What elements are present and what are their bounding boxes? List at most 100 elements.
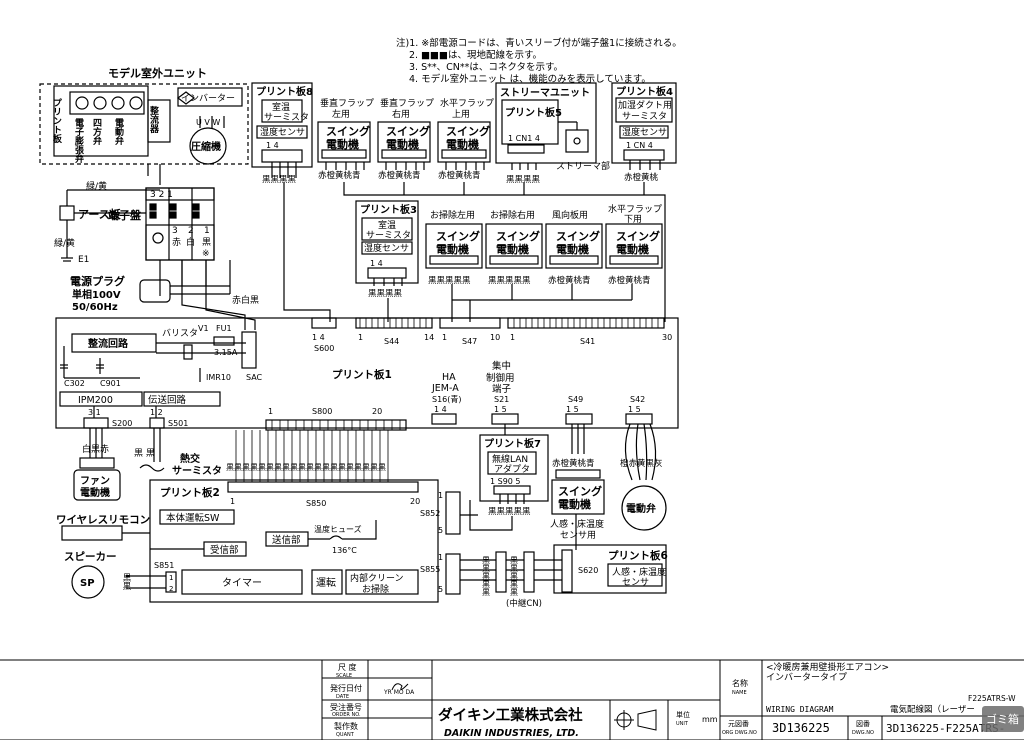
s47-pin-a: 1	[442, 333, 447, 342]
remote-and-speaker	[71, 565, 105, 599]
board3-title: プリント板3	[360, 203, 417, 216]
main-switch: 本体運転SW	[166, 512, 220, 524]
transmission-circuit: 伝送回路	[148, 394, 187, 406]
trash-overlay[interactable]: ゴミ箱	[982, 706, 1024, 732]
central-label-3: 端子	[492, 383, 512, 395]
s855-pin-b: 5	[438, 585, 443, 594]
valve-colors: 橙赤黄黒灰	[620, 458, 663, 469]
uvw-label: U V W	[196, 118, 220, 127]
title-block	[0, 659, 1024, 740]
sensor-swing-label-1: スイング	[558, 484, 602, 498]
terminal-c1: 黒	[202, 237, 211, 248]
vane-motor2: 電動機	[556, 242, 589, 256]
lower-flap-label2: 下用	[624, 214, 642, 225]
board7-title: プリント板7	[484, 437, 541, 450]
s16-pins: 1 4	[434, 405, 447, 414]
thermal-fuse-temp: 136°C	[332, 546, 357, 555]
s21-pins: 1 5	[494, 405, 507, 414]
terminal-n2: 2	[188, 226, 194, 236]
terminal-c3: 赤	[172, 237, 181, 248]
outdoor-title: モデル室外ユニット	[108, 66, 207, 80]
flap2-motor2: 電動機	[386, 137, 419, 151]
flap3-motor2: 電動機	[446, 137, 479, 151]
fan-and-thermistor	[73, 428, 165, 501]
board-4	[611, 82, 677, 195]
flap-motors	[317, 121, 666, 322]
streamer-board: プリント板5	[505, 106, 562, 119]
s850-pin-a: 1	[230, 497, 235, 506]
lower-flap-motor2: 電動機	[616, 242, 649, 256]
board4-sensor: 湿度センサ	[622, 126, 667, 138]
plug-title: 電源プラグ	[70, 274, 125, 288]
relay-colors-2: 黒黒黒黒黒	[510, 556, 519, 597]
central-label-2: 制御用	[486, 372, 515, 384]
trash-background[interactable]	[982, 706, 1024, 732]
s852-pin-b: 5	[438, 526, 443, 535]
board4-sub2: サーミスタ	[622, 111, 667, 122]
s42-pins: 1 5	[628, 405, 641, 414]
outdoor-comp-1: 電子膨張弁	[73, 118, 85, 164]
board4-sub1: 加湿ダクト用	[618, 99, 672, 111]
relay-colors-1: 黒黒黒黒黒	[482, 556, 491, 597]
date-label-j: 発行日付	[330, 683, 362, 693]
sensor-swing-and-valve	[551, 423, 667, 550]
outdoor-comp-2: 四方弁	[91, 118, 102, 146]
terminal-block	[59, 187, 256, 330]
central-label-1: 集中	[492, 360, 511, 372]
sender-label: 送信部	[272, 534, 301, 546]
date-label-e: DATE	[336, 694, 349, 700]
fan-label-1: ファン	[80, 475, 110, 487]
flap1-colors: 赤橙黄桃青	[318, 170, 361, 181]
s16-label: S16(青)	[432, 394, 462, 404]
qty-label-j: 製作数	[334, 721, 358, 731]
cleaner1-colors: 黒黒黒黒黒	[428, 276, 471, 286]
board6-l2: センサ	[622, 577, 649, 588]
s47-label: S47	[462, 337, 477, 346]
board6-l1: 人感・床温度	[612, 566, 666, 578]
s800-label: S800	[312, 407, 332, 416]
c901-label: C901	[100, 379, 121, 388]
trash-label[interactable]: ゴミ箱	[986, 712, 1019, 726]
order-label-e: ORDER NO.	[332, 712, 361, 718]
plug-spec: 単相100V	[72, 288, 121, 301]
streamer-colors: 黒黒黒黒	[506, 175, 541, 185]
outdoor-comp-3: 電動弁	[113, 118, 124, 146]
flap2-motor1: スイング	[386, 124, 430, 138]
name-label-j: 名称	[732, 678, 748, 688]
cleaner1-label: お掃除左用	[430, 209, 475, 221]
sensor-swing-colors: 赤橙黄桃青	[552, 458, 595, 469]
s200-label: S200	[112, 419, 132, 428]
inverter-label: インバーター	[181, 93, 235, 104]
s21-label: S21	[494, 395, 509, 404]
date-value: YR MO DA	[383, 689, 415, 696]
outdoor-board-label: プリント板	[51, 97, 62, 144]
terminal-top-nums: 3 2 1	[150, 190, 173, 200]
flap2-label2: 右用	[392, 108, 410, 120]
board8-sensor: 湿度センサ	[260, 126, 305, 138]
unit-label-e: UNIT	[676, 721, 689, 727]
thermistor-colors: 黒 黒	[134, 448, 155, 459]
order-label-j: 受注番号	[330, 702, 362, 712]
thermistor-label-2: サーミスタ	[172, 465, 222, 477]
relay-label: (中継CN)	[506, 598, 542, 609]
board-1	[55, 317, 679, 431]
name-label-e: NAME	[732, 690, 747, 696]
note-4: 4. モデル室外ユニット は、機能のみを表示しています。	[409, 73, 651, 85]
fan-colors: 白黒赤	[82, 443, 109, 455]
lower-flap-colors: 赤橙黄桃青	[608, 275, 651, 286]
s41-label: S41	[580, 337, 595, 346]
cleaning-motors	[425, 223, 663, 322]
terminal-mark: ※	[202, 249, 210, 259]
board8-colors: 黒黒黒黒	[262, 175, 297, 185]
dwg-number: 3D136225-F225ATRS-	[886, 722, 1005, 735]
s850-pin-b: 20	[410, 497, 420, 506]
s44-pin-a: 1	[358, 333, 363, 342]
model-number: F225ATRS-W	[968, 694, 1016, 703]
board7-l1: 無線LAN	[492, 453, 528, 465]
timer-label: タイマー	[222, 577, 262, 589]
orig-dwg-label-j: 元図番	[728, 720, 749, 728]
s850-label: S850	[306, 499, 326, 508]
board4-colors: 赤橙黄桃	[624, 172, 659, 183]
cleaner2-motor1: スイング	[496, 229, 540, 243]
